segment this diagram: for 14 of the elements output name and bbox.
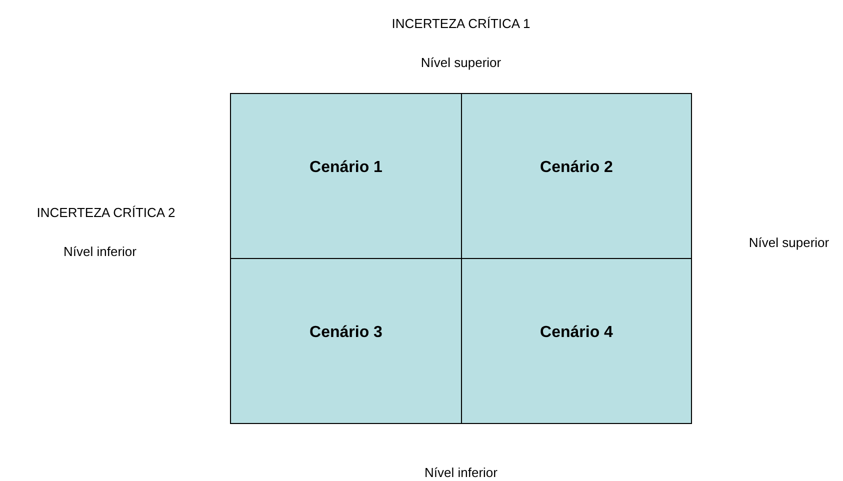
scenario-title: Cenário 3 — [308, 324, 384, 342]
scenario-cell — [461, 258, 692, 424]
scenario-title: Cenário 2 — [539, 159, 614, 177]
scenario-title: Cenário 4 — [539, 324, 614, 342]
axis-level-label: Nível superior — [420, 55, 502, 70]
axis-level-label: Nível superior — [748, 235, 830, 250]
axis-title: INCERTEZA CRÍTICA 1 — [392, 16, 530, 31]
scenario-cell — [461, 93, 692, 259]
scenario-title: Cenário 1 — [308, 159, 384, 177]
axis-title: INCERTEZA CRÍTICA 2 — [36, 205, 176, 220]
axis-level-label: Nível inferior — [424, 465, 498, 480]
scenario-cell — [230, 93, 462, 259]
axis-level-label: Nível inferior — [64, 244, 136, 259]
scenario-cell — [230, 258, 462, 424]
